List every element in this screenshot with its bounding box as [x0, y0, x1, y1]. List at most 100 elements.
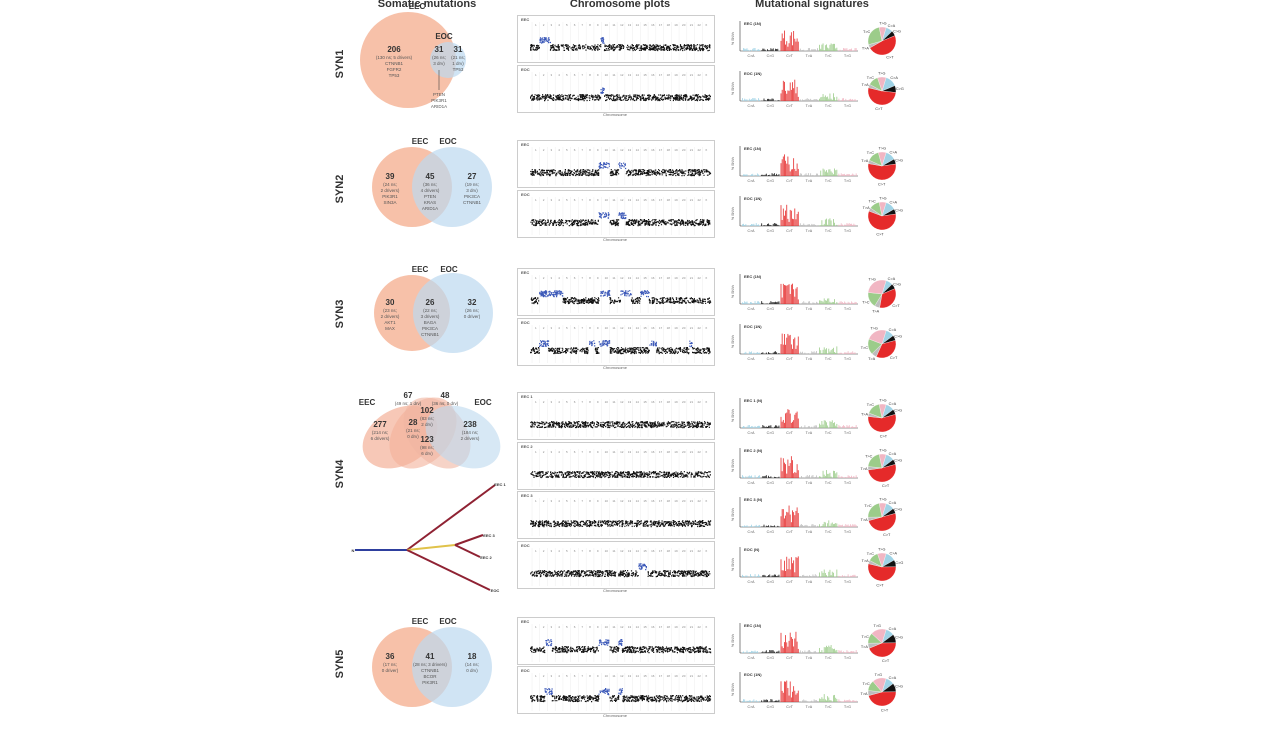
chromosome-tick: 14	[636, 499, 640, 503]
chromosome-tick: 21	[690, 400, 694, 404]
signature-bar	[808, 302, 809, 304]
signature-bar	[784, 31, 785, 51]
signature-bar	[802, 700, 803, 702]
chromosome-tick: 20	[682, 549, 686, 553]
chromosome-tick: 7	[581, 674, 583, 678]
signature-bar	[822, 220, 823, 226]
signature-bar	[783, 509, 784, 527]
signature-bar	[782, 509, 783, 527]
signature-bar	[800, 576, 801, 577]
signature-bar	[833, 93, 834, 101]
callout-gene: PTEN	[433, 92, 445, 97]
venn-shared-detail: 4 drivers)	[421, 188, 440, 193]
pie-slice-label: C>A	[890, 551, 898, 555]
signature-bar	[757, 173, 758, 176]
signature-bar	[840, 426, 841, 428]
signature-bar	[824, 420, 825, 428]
signature-bar	[766, 225, 767, 226]
signature-bar	[794, 297, 795, 304]
signature-bar	[783, 648, 784, 653]
signature-bar	[784, 423, 785, 428]
signature-bar	[822, 571, 823, 577]
signature-bar	[848, 302, 849, 304]
chromosome-tick: 10	[605, 326, 609, 330]
venn-shared-detail: 3 drv)	[433, 61, 445, 66]
signature-bar	[856, 302, 857, 304]
signature-bar	[745, 49, 746, 51]
signature-bar	[808, 426, 809, 428]
chromosome-tick: 3	[550, 400, 552, 404]
signature-bar	[817, 48, 818, 51]
signature-bar	[766, 475, 767, 478]
signature-bar	[750, 100, 751, 101]
signature-bar	[819, 476, 820, 478]
signature-bar	[768, 175, 769, 176]
signature-bar	[813, 100, 814, 101]
venn-shared-detail: (28 ns; 3 drivers)	[413, 662, 447, 667]
signature-bar	[802, 525, 803, 527]
signature-bar	[831, 645, 832, 653]
signature-bar	[784, 154, 785, 176]
venn-shared-detail: PIK3R1	[422, 680, 438, 685]
signature-bar	[758, 301, 759, 304]
signature-bar	[839, 576, 840, 577]
chromosome-tick: 17	[659, 499, 663, 503]
copy-number-gain-points	[600, 88, 604, 95]
signature-bar	[752, 651, 753, 653]
signature-bar	[801, 50, 802, 51]
signature-bar	[758, 476, 759, 478]
signature-bar	[755, 574, 756, 577]
signature-bar	[853, 224, 854, 226]
chromosome-tick: 21	[690, 450, 694, 454]
signature-bar	[800, 650, 801, 653]
chromosome-tick: 19	[674, 276, 678, 280]
venn-eec-only-detail: 0 driver)	[382, 668, 399, 673]
venn-shared-count: 41	[426, 652, 435, 661]
venn-region-count: 48	[441, 391, 450, 400]
signature-bar	[764, 525, 765, 527]
signature-bar	[834, 44, 835, 51]
tree-leaf-label: EEC 1	[494, 482, 506, 487]
signature-bar	[751, 651, 752, 653]
chromosome-tick: 1	[535, 23, 537, 27]
signature-bar	[774, 652, 775, 653]
chromosome-tick: 21	[690, 625, 694, 629]
chromosome-tick: 1	[535, 73, 537, 77]
signature-category-label: T>G	[844, 357, 851, 361]
chromosome-tick: 13	[628, 549, 632, 553]
chromosome-tick: 13	[628, 326, 632, 330]
chromosome-tick: 5	[566, 276, 568, 280]
pie-slice-label: C>G	[894, 335, 902, 339]
signature-category-label: T>C	[825, 307, 832, 311]
signature-bar	[825, 421, 826, 428]
signature-bar	[852, 524, 853, 527]
venn-eec-only-count: 39	[386, 172, 395, 181]
venn-shared-count: 31	[435, 45, 444, 54]
signature-bar	[766, 100, 767, 101]
signature-bar	[833, 471, 834, 478]
signature-category-label: C>G	[767, 705, 775, 709]
signature-bar	[845, 175, 846, 176]
signature-bar	[817, 526, 818, 527]
chromosome-tick: 22	[698, 276, 702, 280]
signature-bar	[759, 525, 760, 527]
signature-bar	[786, 338, 787, 354]
signature-bar	[828, 219, 829, 226]
venn-region-count: 277	[373, 420, 387, 429]
signature-bar	[801, 476, 802, 478]
signature-bar	[839, 425, 840, 428]
chromosome-tick: 10	[605, 276, 609, 280]
signature-bar	[747, 301, 748, 304]
signature-bar	[843, 303, 844, 304]
signature-sample-label: EOC (N)	[744, 547, 760, 552]
signature-bar	[791, 344, 792, 354]
signature-bar	[852, 575, 853, 577]
signature-bar	[811, 476, 812, 478]
chromosome-tick: 16	[651, 450, 655, 454]
signature-sample-label: EEC (1N)	[744, 623, 762, 628]
chromosome-axis-label: Chromosome	[517, 588, 713, 593]
